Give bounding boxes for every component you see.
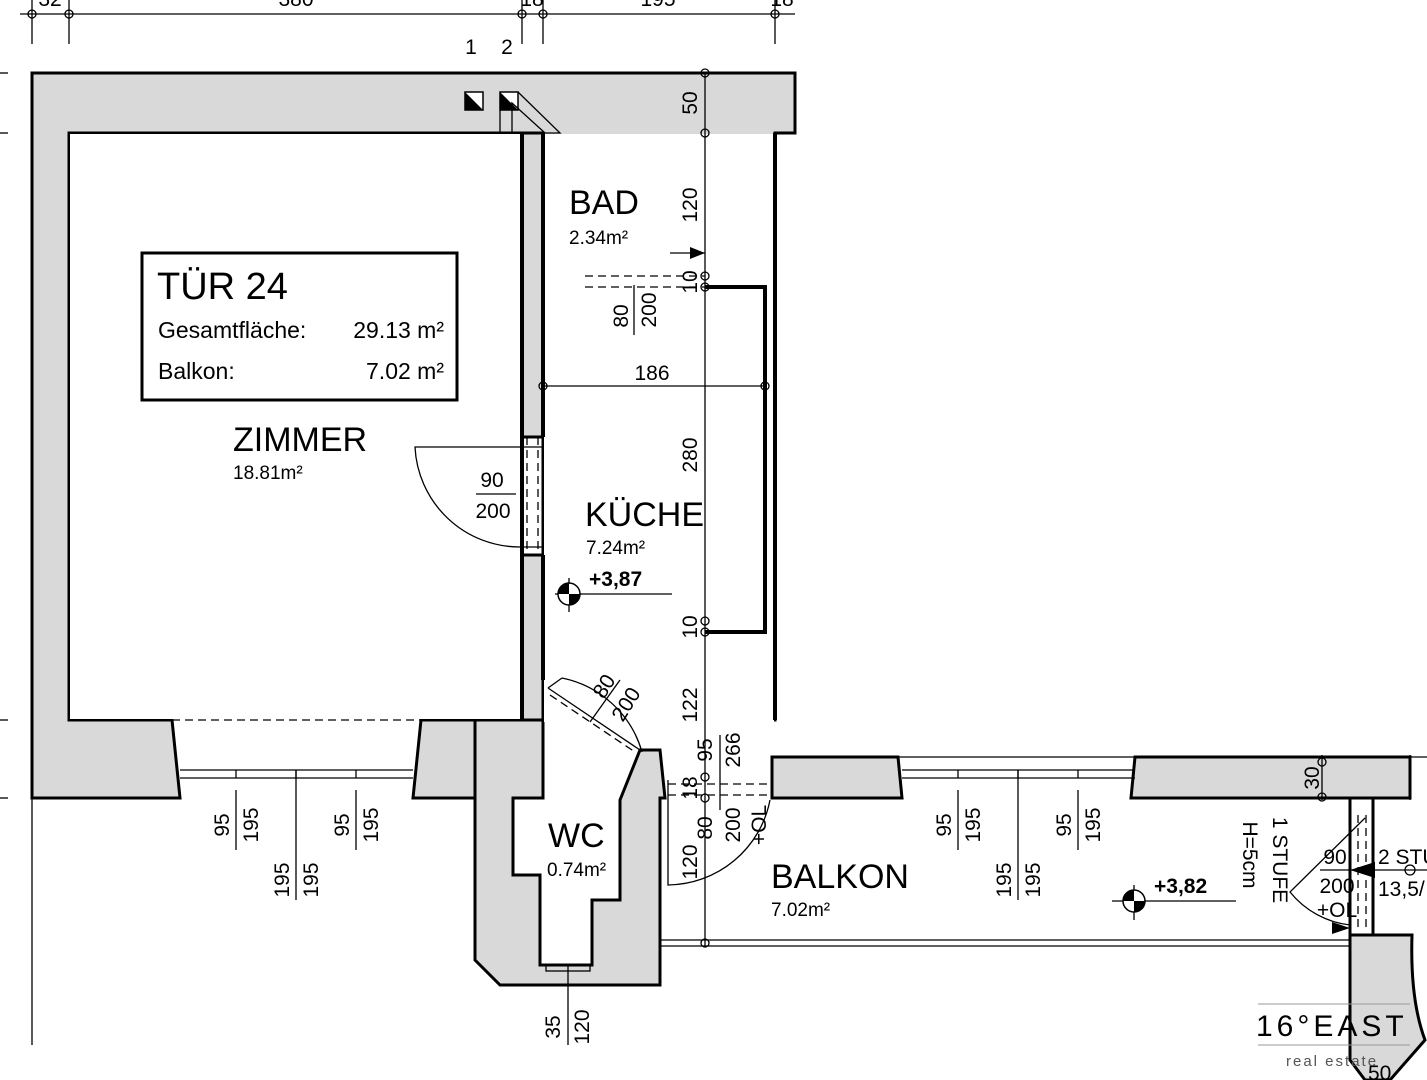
- dim-label: 200: [475, 500, 510, 523]
- dim-label: 266: [722, 732, 745, 767]
- shaft-label: 2: [501, 36, 513, 59]
- step-height-label: H=5cm: [1238, 821, 1261, 888]
- dim-label: +OL: [1317, 899, 1357, 922]
- room-name-balkon: BALKON: [771, 858, 909, 896]
- room-area-bad: 2.34m²: [569, 228, 628, 249]
- dim-label: 195: [962, 807, 985, 842]
- dim-label: 95: [331, 813, 354, 836]
- dim-label: 18: [679, 776, 702, 799]
- dim-label: 95: [694, 738, 717, 761]
- dim-label: 95: [211, 813, 234, 836]
- dim-label: 90: [480, 469, 503, 492]
- dim-label: 195: [1082, 807, 1105, 842]
- room-area-kueche: 7.24m²: [586, 538, 645, 559]
- company-logo: 16°EAST real estate: [1256, 1003, 1410, 1070]
- balcony-area-label: Balkon:: [158, 358, 235, 384]
- dim-label: 10: [679, 615, 702, 638]
- dim-label: 186: [634, 362, 669, 385]
- dim-label: 195: [300, 862, 323, 897]
- room-labels: ZIMMER 18.81m² BAD 2.34m² KÜCHE 7.24m² W…: [233, 184, 909, 921]
- room-name-zimmer: ZIMMER: [233, 421, 367, 459]
- logo-brand: 16°EAST: [1256, 1010, 1408, 1043]
- dim-label: 200: [638, 292, 661, 327]
- dim-label: 95: [933, 813, 956, 836]
- dim-label: 80: [694, 816, 717, 839]
- level-marker: +3,82: [1112, 875, 1236, 920]
- dim-label: 195: [271, 862, 294, 897]
- dim-label: +OL: [748, 805, 771, 845]
- dim-label: 195: [640, 0, 675, 11]
- dim-label: 90: [1323, 846, 1346, 869]
- dim-label: 18: [770, 0, 793, 11]
- dim-label: 200: [722, 807, 745, 842]
- room-name-wc: WC: [548, 817, 605, 855]
- dim-label: 120: [679, 187, 702, 222]
- dim-label: 120: [679, 844, 702, 879]
- dim-label: 380: [278, 0, 313, 11]
- dim-label: 80: [610, 304, 633, 327]
- total-area-value: 29.13 m²: [353, 317, 444, 343]
- dim-label: 35: [542, 1015, 565, 1038]
- dim-label: 280: [679, 437, 702, 472]
- dim-label: 120: [571, 1009, 594, 1044]
- balcony-area-value: 7.02 m²: [366, 358, 444, 384]
- dim-label: 10: [679, 270, 702, 293]
- step-label: 1 STUFE: [1268, 817, 1291, 903]
- logo-subtitle: real estate: [1286, 1053, 1378, 1070]
- walls: [30, 71, 1427, 1080]
- dim-label: 195: [993, 862, 1016, 897]
- shaft-label: 1: [465, 36, 477, 59]
- dimension-labels: 50 120 10 80 200 186 280 10 122 95 266 1…: [211, 91, 1427, 1080]
- info-box: TÜR 24 Gesamtfläche: 29.13 m² Balkon: 7.…: [140, 251, 459, 402]
- dim-label: 195: [1022, 862, 1045, 897]
- dim-label: 195: [360, 807, 383, 842]
- dim-label: 18: [520, 0, 543, 11]
- dim-label: 95: [1053, 813, 1076, 836]
- room-area-zimmer: 18.81m²: [233, 463, 303, 484]
- top-dimension-line: 32 380 18 195 18: [0, 0, 795, 799]
- dim-label: 30: [1301, 766, 1324, 789]
- dim-label: 200: [1319, 875, 1354, 898]
- unit-title: TÜR 24: [157, 266, 288, 308]
- room-name-bad: BAD: [569, 184, 639, 222]
- total-area-label: Gesamtfläche:: [158, 317, 306, 343]
- dim-label: 50: [1368, 1062, 1391, 1080]
- dim-label: 195: [240, 807, 263, 842]
- level-marker: +3,87: [555, 568, 672, 612]
- dim-label: 122: [679, 687, 702, 722]
- dimension-lines: [235, 68, 1411, 1045]
- dim-label: 32: [38, 0, 61, 11]
- room-name-kueche: KÜCHE: [585, 496, 704, 534]
- stairs-label: 2 STU: [1378, 846, 1427, 869]
- room-area-wc: 0.74m²: [547, 860, 606, 881]
- room-area-balkon: 7.02m²: [771, 900, 830, 921]
- level-label: +3,82: [1154, 875, 1207, 898]
- stairs-dim-label: 13,5/: [1378, 878, 1425, 901]
- dim-label: 50: [679, 91, 702, 114]
- level-label: +3,87: [589, 568, 642, 591]
